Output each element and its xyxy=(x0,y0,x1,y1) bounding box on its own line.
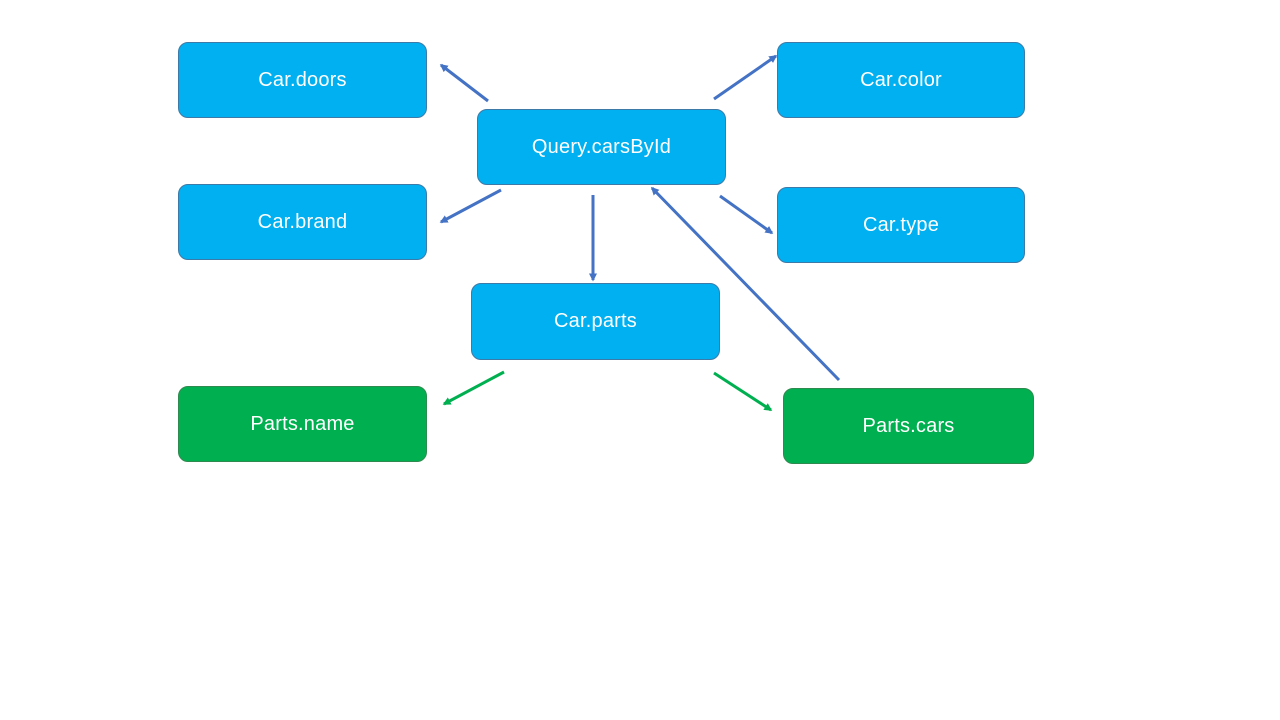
node-parts-cars: Parts.cars xyxy=(783,388,1034,464)
node-car-color: Car.color xyxy=(777,42,1025,118)
node-label: Car.color xyxy=(860,68,942,91)
arrow-query-to-car-doors xyxy=(439,63,489,103)
arrow-query-to-car-type xyxy=(719,194,774,235)
arrow-query-to-car-brand xyxy=(439,188,502,224)
arrow-car-parts-to-parts-cars xyxy=(713,371,773,412)
arrow-query-to-car-color xyxy=(713,54,778,101)
node-parts-name: Parts.name xyxy=(178,386,427,462)
arrow-car-parts-to-parts-name xyxy=(442,370,505,406)
arrow-parts-cars-to-query xyxy=(650,186,841,382)
node-query-cars-by-id: Query.carsById xyxy=(477,109,726,185)
node-label: Car.type xyxy=(862,213,940,236)
node-label: Car.doors xyxy=(258,68,347,91)
node-label: Parts.name xyxy=(250,412,355,435)
node-car-type: Car.type xyxy=(777,187,1025,263)
node-car-brand: Car.brand xyxy=(178,184,427,260)
node-label: Car.brand xyxy=(257,210,348,233)
node-car-doors: Car.doors xyxy=(178,42,427,118)
node-label: Query.carsById xyxy=(531,135,672,158)
node-label: Parts.cars xyxy=(862,414,955,437)
node-car-parts: Car.parts xyxy=(471,283,720,360)
node-label: Car.parts xyxy=(554,310,637,332)
